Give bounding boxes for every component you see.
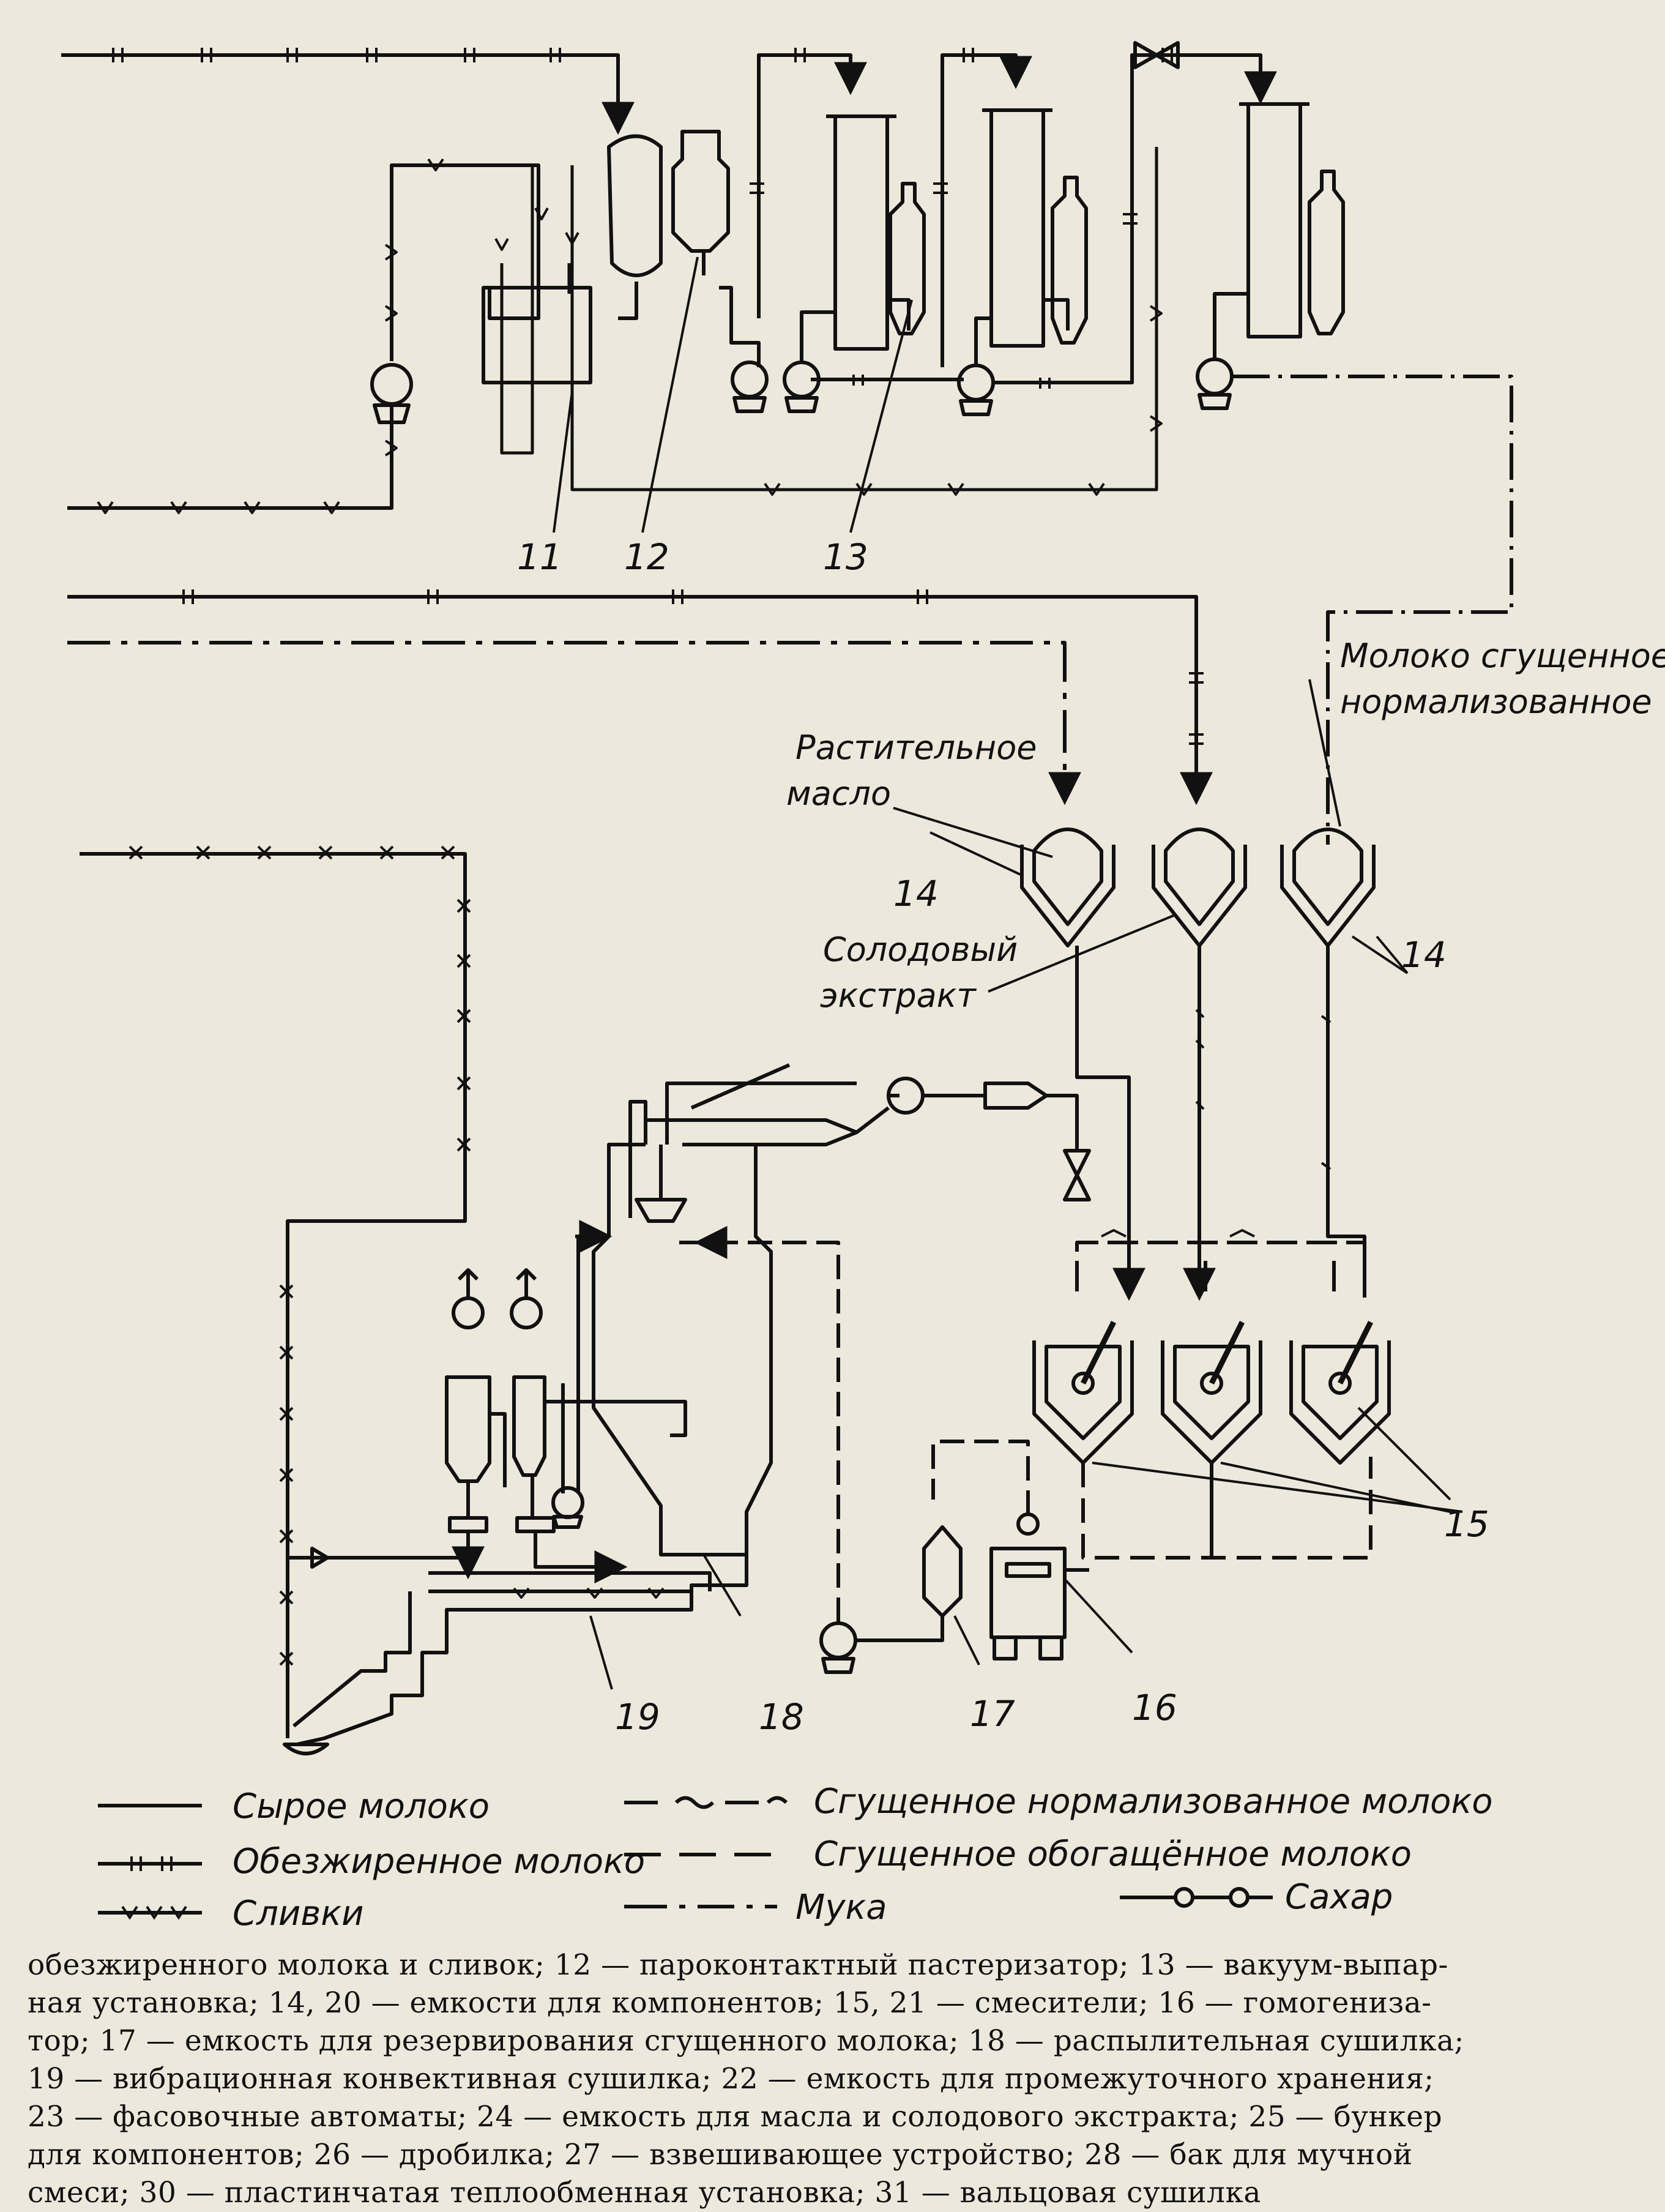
pump-1 bbox=[731, 361, 769, 413]
hx-flow-lines bbox=[500, 147, 1158, 491]
caption-line: 19 — вибрационная конвективная сушилка; … bbox=[28, 2062, 1434, 2096]
note-veg-oil-2: масло bbox=[786, 774, 891, 813]
pump-2 bbox=[783, 361, 821, 413]
flour-line bbox=[67, 641, 1081, 805]
label-15: 15 bbox=[1444, 1503, 1489, 1545]
label-16: 16 bbox=[1132, 1687, 1177, 1728]
return-chevrons bbox=[494, 207, 1163, 496]
legend-skim-milk: Обезжиренное молоко bbox=[233, 1842, 645, 1881]
note-milk-2: нормализованное bbox=[1340, 682, 1652, 721]
valve-top bbox=[1133, 41, 1180, 69]
steam-pasteurizer-12 bbox=[671, 130, 761, 367]
skim-hatches-mid bbox=[182, 589, 1204, 745]
fans-pair bbox=[452, 1268, 543, 1329]
note-veg-oil-1: Растительное bbox=[795, 728, 1037, 767]
legend-raw-milk: Сырое молоко bbox=[233, 1787, 490, 1826]
legend-flour: Мука bbox=[795, 1888, 887, 1927]
spray-dryer-18 bbox=[592, 1063, 859, 1556]
process-flow-diagram: 11 12 13 14 14 15 16 17 18 19 Растительн… bbox=[61, 41, 1665, 1928]
skim-to-14-line bbox=[67, 595, 1213, 805]
legend-symbols bbox=[98, 1796, 1273, 1920]
cyclone-outlet bbox=[665, 1082, 857, 1145]
figure-caption: обезжиренного молока и сливок; 12 — паро… bbox=[28, 1946, 1637, 2212]
caption-line: тор; 17 — емкость для резервирования сгу… bbox=[28, 2024, 1464, 2058]
pump-cream bbox=[370, 363, 413, 424]
legend-cream: Сливки bbox=[233, 1894, 364, 1928]
legend-condensed-norm: Сгущенное нормализованное молоко bbox=[814, 1782, 1493, 1822]
skim-milk-hatches bbox=[112, 48, 561, 62]
label-14-left: 14 bbox=[893, 873, 939, 914]
note-malt-1: Солодовый bbox=[823, 930, 1018, 969]
note-malt-2: экстракт bbox=[820, 976, 977, 1015]
homogenizer-16 bbox=[931, 1440, 1089, 1661]
evaporator-13 bbox=[757, 53, 1261, 384]
cream-crosses bbox=[129, 845, 471, 1666]
skim-hatches-top-2 bbox=[750, 48, 1173, 389]
note-milk-1: Молоко сгущенное bbox=[1340, 637, 1665, 675]
cream-chevrons bbox=[97, 158, 444, 514]
air-line-18 bbox=[575, 1100, 647, 1236]
component-tank-14-right bbox=[1280, 828, 1376, 1298]
leader-lines bbox=[553, 256, 1463, 1690]
cream-to-dryer bbox=[288, 1556, 467, 1567]
cyclone-fan bbox=[855, 1077, 1091, 1201]
mixer-15-left bbox=[1032, 1320, 1373, 1560]
label-14-right: 14 bbox=[1401, 934, 1447, 976]
caption-line: обезжиренного молока и сливок; 12 — паро… bbox=[28, 1948, 1448, 1982]
vibro-dryer-19 bbox=[283, 1555, 748, 1755]
label-17: 17 bbox=[970, 1693, 1015, 1735]
hopper-mid bbox=[512, 1236, 687, 1567]
reserve-tank-17 bbox=[854, 1525, 963, 1642]
pump-3 bbox=[957, 364, 995, 416]
skim-milk-input-line bbox=[61, 53, 635, 135]
label-19: 19 bbox=[615, 1696, 660, 1738]
component-tank-14-mid bbox=[1152, 828, 1247, 1301]
pump-17 bbox=[694, 1226, 857, 1674]
component-tank-14-left bbox=[1020, 828, 1145, 1301]
pump-dryer bbox=[551, 1486, 584, 1529]
legend-sugar: Сахар bbox=[1285, 1877, 1393, 1917]
label-18: 18 bbox=[759, 1696, 804, 1738]
cream-input-line bbox=[67, 163, 540, 510]
cream-line-loop bbox=[80, 852, 467, 1738]
mixer-15-mid bbox=[1161, 1320, 1262, 1558]
caption-line: 23 — фасовочные автоматы; 24 — емкость д… bbox=[28, 2100, 1443, 2134]
mixer-15-right bbox=[1289, 1320, 1391, 1465]
pump-4 bbox=[1196, 357, 1234, 410]
label-12: 12 bbox=[624, 536, 669, 578]
tank-skim-receiver bbox=[607, 134, 663, 320]
caption-line: смеси; 30 — пластинчатая теплообменная у… bbox=[28, 2176, 1261, 2210]
caption-line: для компонентов; 26 — дробилка; 27 — взв… bbox=[28, 2138, 1413, 2172]
hopper-left bbox=[447, 1375, 507, 1576]
legend-condensed-enriched: Сгущенное обогащённое молоко bbox=[814, 1834, 1412, 1874]
mixer-feed-line bbox=[1075, 1241, 1365, 1298]
label-11: 11 bbox=[517, 536, 562, 578]
caption-line: ная установка; 14, 20 — емкости для комп… bbox=[28, 1986, 1432, 2020]
legend-condensed-norm-line bbox=[624, 1796, 788, 1809]
evaporator-right bbox=[1213, 102, 1513, 845]
label-13: 13 bbox=[823, 536, 868, 578]
